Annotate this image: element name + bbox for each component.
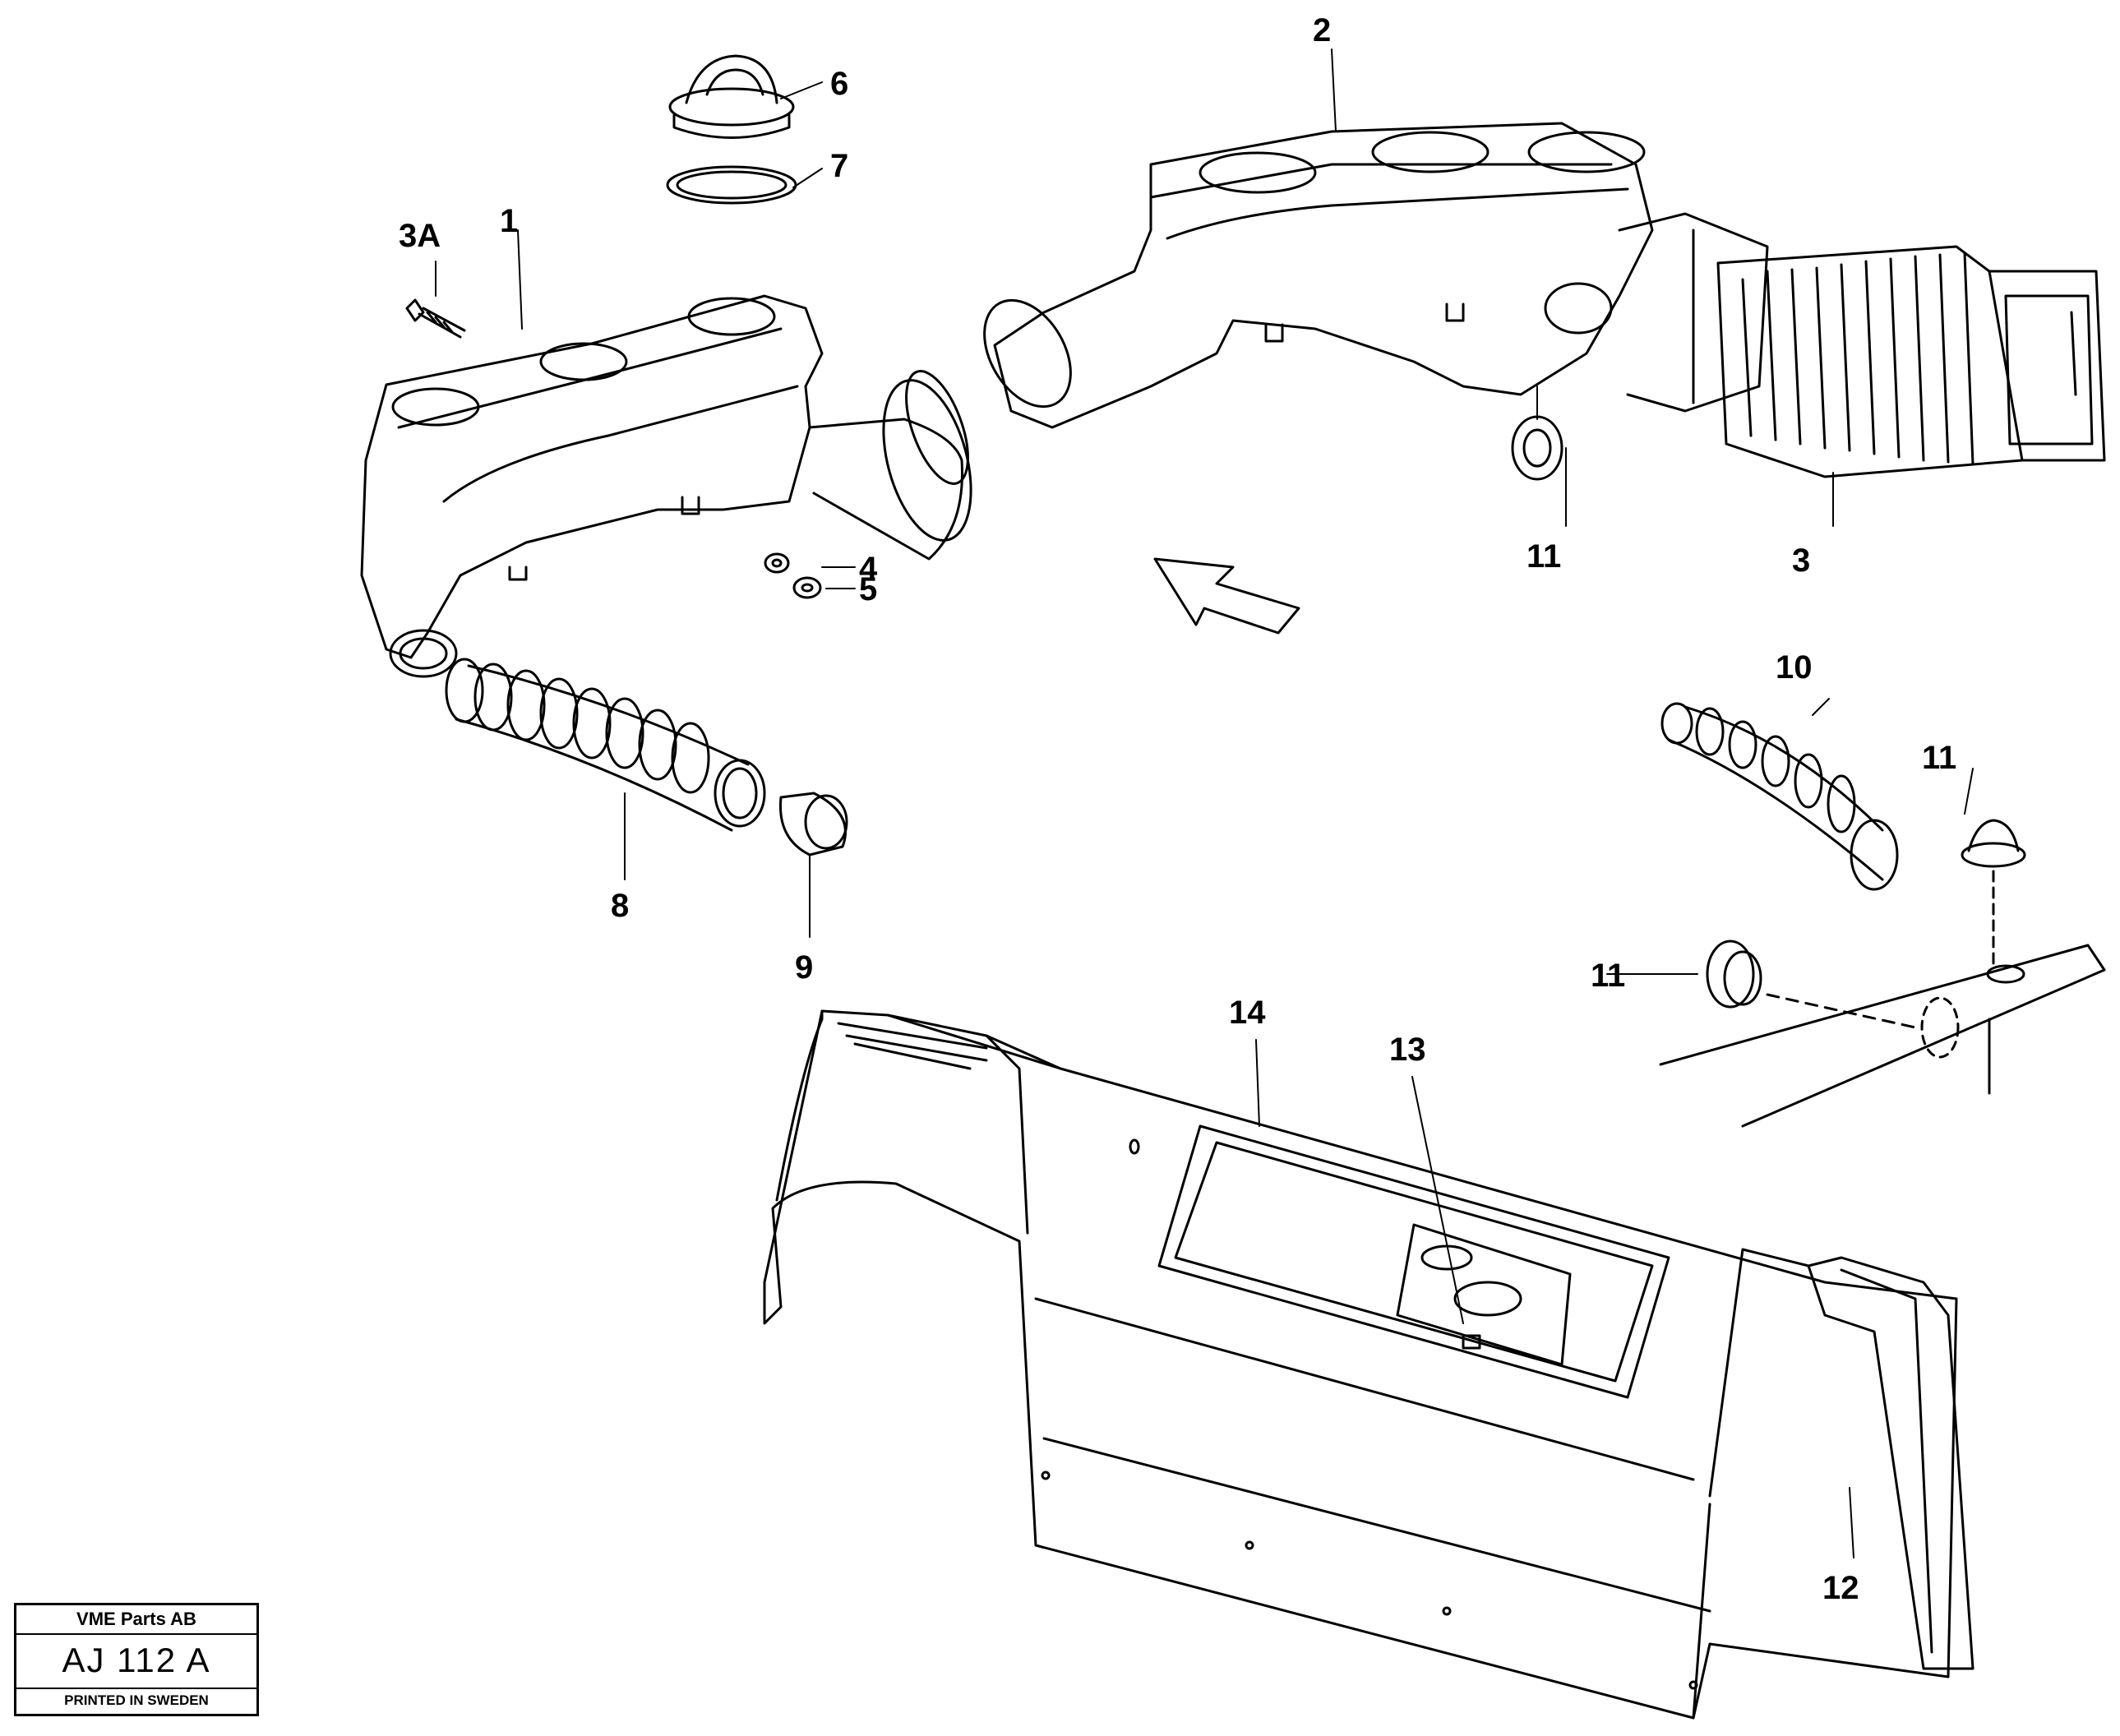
callout-3: 3 [1792, 542, 1810, 579]
callout-12: 12 [1822, 1570, 1859, 1606]
callout-3a: 3A [399, 218, 441, 254]
callout-2: 2 [1313, 12, 1331, 48]
direction-arrow [1153, 557, 1300, 635]
vent-nozzle-11-left [1706, 940, 1762, 1009]
title-block-company: VME Parts AB [16, 1605, 256, 1635]
nozzle-end [778, 792, 848, 856]
screw [405, 298, 466, 339]
callout-8: 8 [611, 888, 629, 924]
callout-7: 7 [830, 148, 848, 184]
vent-nozzle-11-right [1961, 819, 2026, 868]
callout-4: 4 [859, 551, 878, 587]
air-duct-right [983, 122, 1769, 429]
dashboard-panel [763, 1009, 1958, 1720]
callout-14: 14 [1229, 995, 1266, 1031]
vent-nozzle-top [668, 54, 795, 139]
title-block: VME Parts AB AJ 112 A PRINTED IN SWEDEN [14, 1603, 259, 1716]
washer [764, 552, 790, 574]
sealing-ring [666, 165, 797, 205]
hose [1660, 702, 1899, 891]
callout-11-upper: 11 [1526, 538, 1561, 575]
callout-11-left: 11 [1591, 958, 1625, 994]
callout-5: 5 [859, 571, 877, 607]
mounting-plate [1659, 870, 2106, 1128]
callout-11-right: 11 [1922, 740, 1956, 776]
callout-10: 10 [1776, 649, 1813, 686]
callout-13: 13 [1389, 1032, 1426, 1068]
callout-1: 1 [500, 203, 518, 239]
callout-6: 6 [830, 66, 848, 102]
title-block-drawing-code: AJ 112 A [16, 1633, 256, 1689]
leader-lines [435, 48, 1974, 1558]
side-panel [1692, 1248, 1975, 1720]
air-duct-left [360, 294, 972, 678]
vent-nozzle-11-upper [1511, 386, 1563, 481]
nut [792, 576, 822, 599]
callout-9: 9 [795, 949, 813, 986]
bellows [1716, 245, 2106, 478]
corrugated-hose [445, 658, 766, 832]
title-block-printed: PRINTED IN SWEDEN [64, 1692, 209, 1708]
